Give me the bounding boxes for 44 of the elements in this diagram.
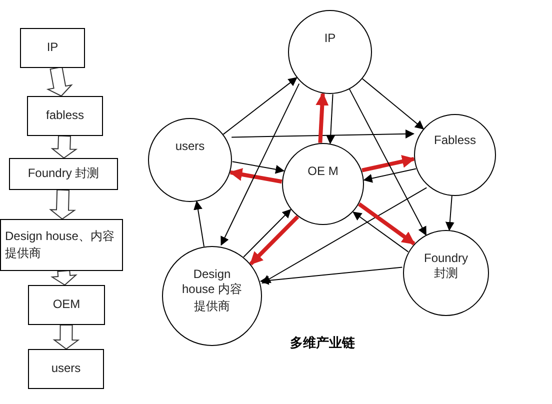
node-label: Foundry 封测 [422,251,470,282]
node-label: OEM [52,296,80,314]
process-box [28,349,104,389]
process-box [9,158,118,190]
node-label: Foundry 封测 [28,165,100,182]
block-arrow [50,135,78,159]
arrow [194,200,204,248]
arrow [445,195,454,231]
arrow [222,77,298,135]
node-label: OE M [306,164,340,178]
node-label: Fabless [432,133,478,147]
arrow [326,94,336,144]
diagram-caption: 多维产业链 [290,334,355,352]
block-arrow [52,324,80,350]
node-label: IP [46,39,58,56]
arrow [249,215,300,266]
arrow [229,168,282,184]
entity-circle [282,143,364,225]
process-box [0,219,123,271]
node-label: users [51,360,81,378]
process-box [20,28,85,68]
arrow [220,83,300,246]
arrow [260,266,403,285]
arrow [363,168,416,183]
arrow [243,208,292,258]
node-label: Design house 内容提供商 [180,267,244,315]
arrow [358,202,416,246]
arrow [362,155,416,172]
block-arrow [46,66,73,97]
node-label: Design house、内容提供商 [5,228,116,262]
node-label: users [174,139,206,153]
arrow [232,161,285,174]
block-arrow [50,270,78,286]
arrow [352,212,409,252]
process-box [28,285,105,325]
arrow [231,129,414,138]
node-label: fabless [46,107,84,124]
arrow [316,92,329,143]
arrow [362,78,424,130]
arrow [262,187,428,284]
block-arrow [49,189,76,220]
process-box [27,96,103,136]
node-label: IP [323,31,337,45]
arrow [349,88,426,236]
